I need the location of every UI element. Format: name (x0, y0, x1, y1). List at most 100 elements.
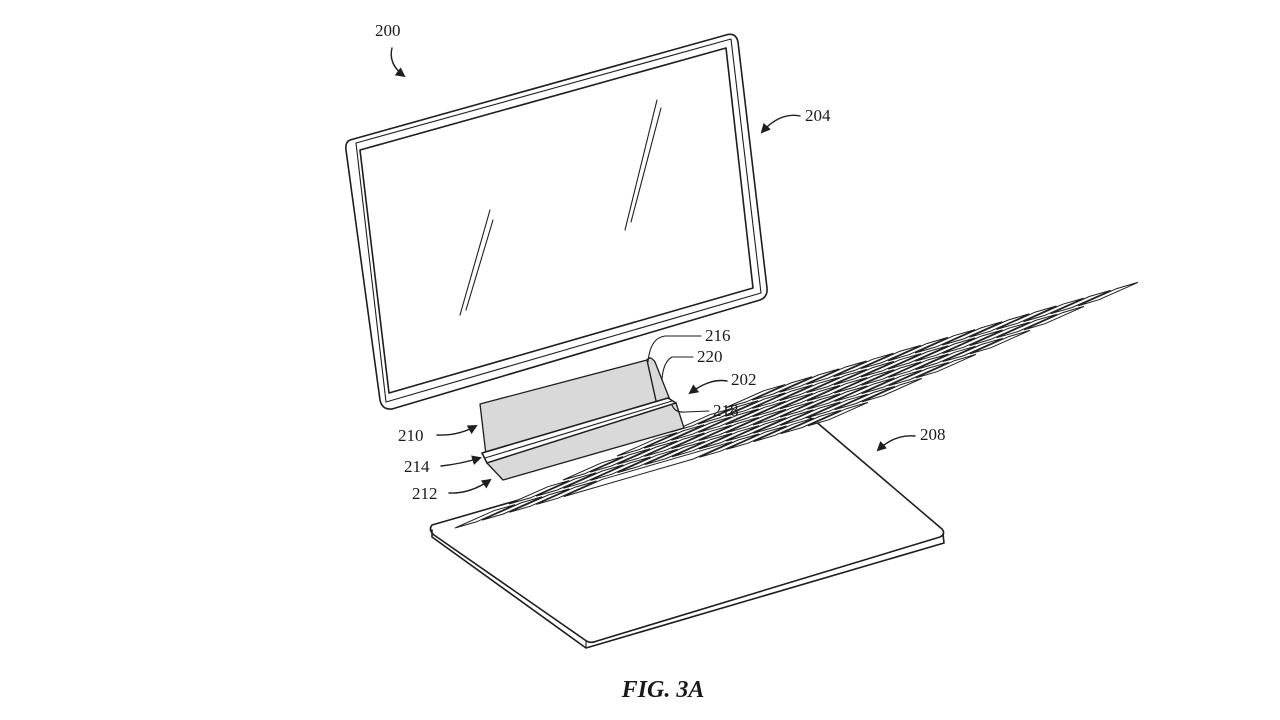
keyboard-key (779, 376, 840, 402)
svg-text:200: 200 (375, 21, 401, 40)
keyboard-key (1023, 305, 1085, 331)
keyboard-key (724, 384, 786, 409)
keyboard-key (509, 488, 570, 513)
keyboard-key (915, 345, 976, 371)
keyboard-key (915, 353, 977, 379)
keyboard-key (806, 360, 867, 385)
svg-text:218: 218 (713, 401, 739, 420)
keyboard-key (807, 393, 868, 419)
keyboard-key (888, 353, 949, 378)
keyboard-key (861, 361, 922, 386)
keyboard-key (644, 432, 705, 457)
keyboard-key (1050, 289, 1112, 315)
ref-label-204: 204 (760, 106, 831, 134)
keyboard-key (860, 353, 922, 378)
keyboard-key (535, 472, 597, 497)
svg-text:202: 202 (731, 370, 757, 389)
ref-label-202: 202 (688, 370, 757, 395)
keyboard-key (860, 344, 922, 370)
glare-line (624, 99, 658, 231)
keyboard-key (942, 329, 1003, 354)
keyboard-key (941, 321, 1003, 346)
figure-caption: FIG. 3A (621, 677, 705, 703)
keyboard-key (779, 393, 841, 418)
keyboard-key (590, 456, 651, 481)
glare-line (630, 107, 662, 223)
ref-label-208: 208 (876, 425, 946, 452)
keyboard-key (806, 377, 868, 402)
keyboard-key (969, 329, 1031, 355)
keyboard-key (996, 305, 1057, 330)
svg-text:208: 208 (920, 425, 946, 444)
keyboard-key (536, 480, 597, 505)
keyboard-key (643, 424, 705, 449)
keyboard-key (563, 464, 624, 489)
svg-text:212: 212 (412, 484, 438, 503)
glare-line (459, 209, 491, 316)
keyboard-key (699, 433, 760, 458)
keyboard-key (806, 368, 868, 394)
svg-text:210: 210 (398, 426, 424, 445)
keyboard-key (887, 336, 949, 362)
keyboard-key (888, 361, 950, 387)
keyboard-key (834, 377, 895, 402)
keyboard-base (429, 281, 1139, 649)
ref-label-216: 216 (647, 326, 731, 363)
keyboard-key (589, 448, 651, 473)
keyboard-key (617, 448, 678, 474)
keyboard-key (725, 408, 787, 434)
keyboard-key (698, 425, 760, 450)
keyboard-key (671, 424, 732, 450)
keyboard-key (780, 401, 841, 426)
keyboard-key (725, 400, 786, 426)
ref-label-200: 200 (375, 21, 406, 78)
keyboard-key (726, 425, 787, 450)
svg-text:216: 216 (705, 326, 731, 345)
keyboard-key (752, 384, 813, 409)
keyboard-key (780, 409, 842, 435)
keyboard-key (915, 337, 976, 362)
keyboard-key (753, 409, 814, 434)
spacebar-key (563, 441, 733, 498)
keyboard-key (833, 360, 895, 386)
ref-label-210: 210 (398, 425, 478, 445)
lower-flap (486, 402, 685, 481)
ref-label-214: 214 (404, 455, 482, 476)
keyboard-key (698, 416, 760, 442)
keyboard-key (617, 440, 678, 465)
keyboard-key (969, 313, 1030, 338)
keyboard-key (671, 432, 733, 458)
keyboard-key (481, 496, 543, 521)
display-panel (345, 33, 768, 410)
keyboard-key (698, 408, 759, 433)
keyboard-key (914, 329, 976, 354)
keyboard-key (752, 392, 814, 418)
keyboard-key (671, 416, 732, 441)
keyboard-key (562, 456, 624, 481)
keyboard-key (833, 352, 894, 378)
svg-text:204: 204 (805, 106, 831, 125)
keyboard-key (725, 417, 787, 442)
keyboard-key (1077, 281, 1139, 307)
keyboard-key (779, 368, 840, 393)
keyboard-key (508, 480, 570, 505)
keyboard-key (670, 408, 732, 433)
ref-label-220: 220 (661, 347, 723, 381)
glare-line (465, 219, 494, 311)
keyboard-key (834, 385, 896, 411)
keyboard-key (751, 376, 813, 401)
keyboard-key (779, 384, 841, 410)
screen (359, 47, 754, 394)
keyboard-key (996, 313, 1058, 339)
keyboard-key (861, 377, 923, 403)
keyboard-key (752, 401, 814, 426)
keyboard-key (969, 321, 1030, 347)
key-grid (454, 281, 1139, 529)
keyboard-key (753, 417, 814, 443)
keyboard-key (616, 432, 678, 457)
keyboard-key (697, 400, 759, 425)
svg-text:214: 214 (404, 457, 430, 476)
svg-text:220: 220 (697, 347, 723, 366)
ref-label-212: 212 (412, 478, 492, 503)
